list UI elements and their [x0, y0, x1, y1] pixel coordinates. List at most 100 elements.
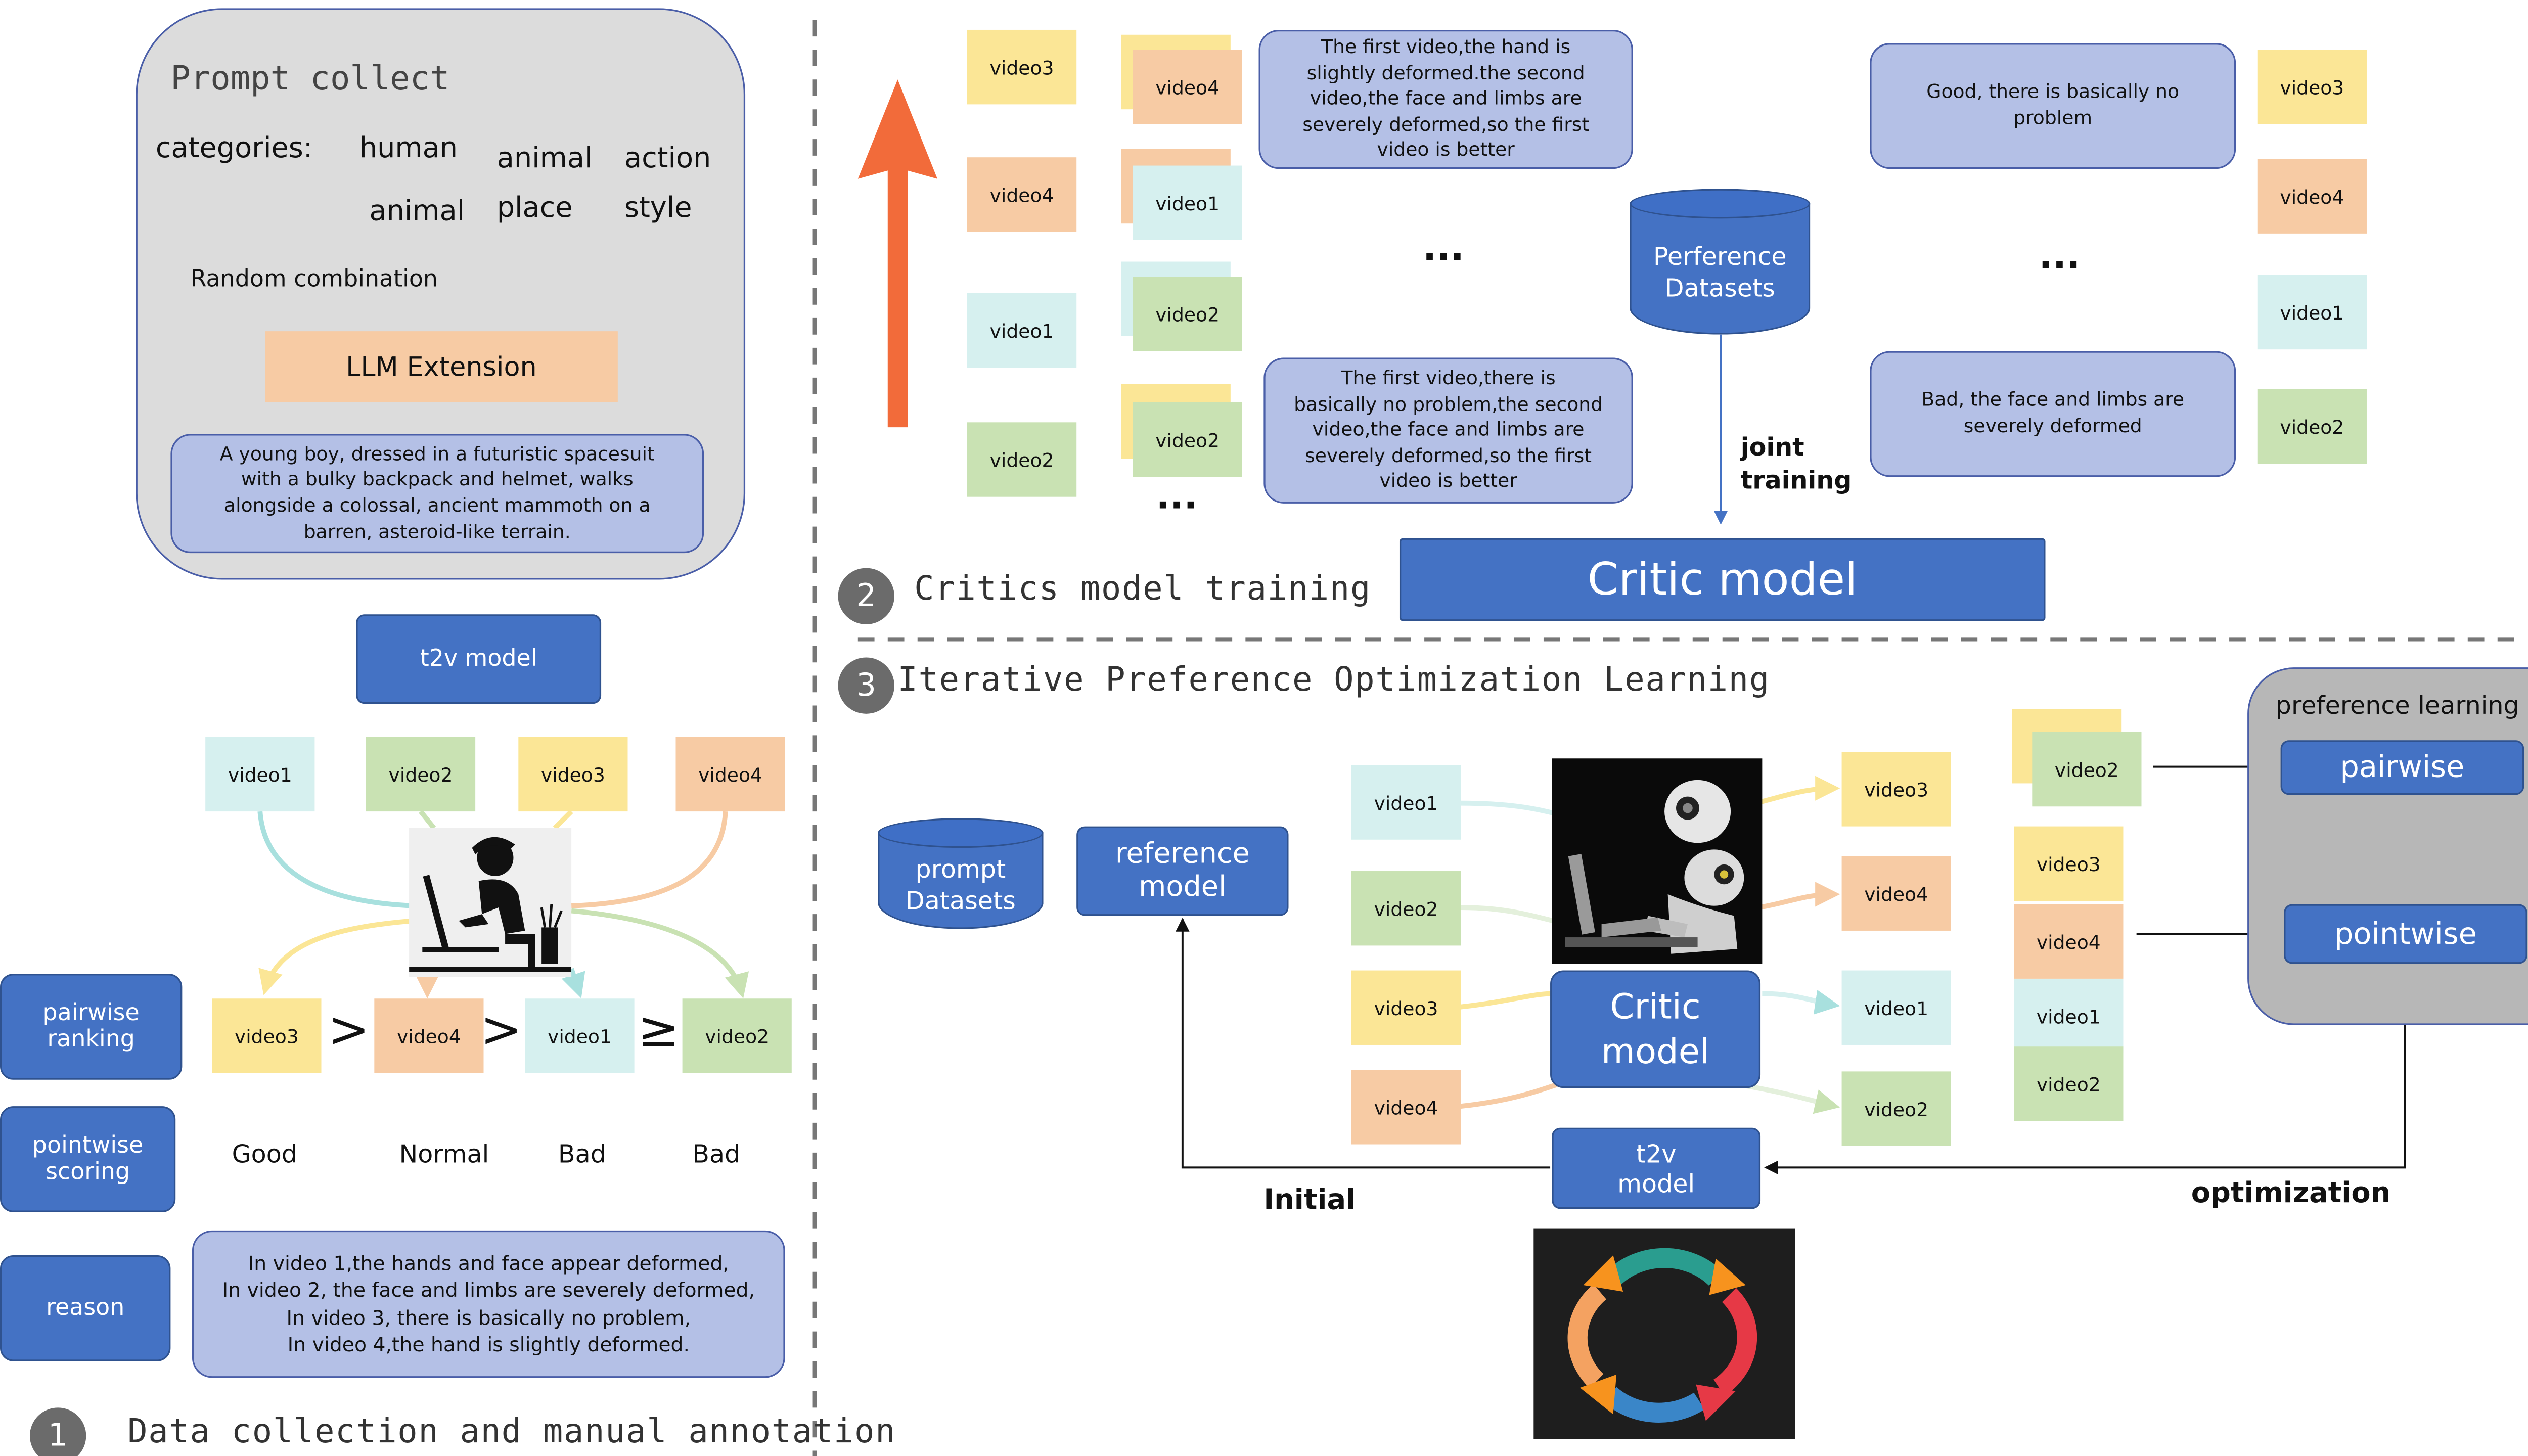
ranked-video-1-tile: video1: [525, 998, 635, 1073]
db-label-line: Datasets: [1664, 273, 1775, 303]
optimization-label: optimization: [2191, 1177, 2391, 1211]
video-1-tile: video1: [205, 737, 315, 812]
critic-model-line: Critic: [1610, 987, 1701, 1027]
left-col-video-3: video3: [967, 29, 1077, 105]
reason-line: In video 1,the hands and face appear def…: [248, 1252, 729, 1276]
preference-datasets-db: Perference Datasets: [1630, 189, 1811, 335]
reference-model-line: reference: [1115, 837, 1250, 871]
comparator-greater-equal: ≥: [638, 1002, 680, 1060]
critic-model-box-s3: Critic model: [1550, 970, 1761, 1088]
cycle-icon: [1533, 1228, 1795, 1439]
comparator-greater: >: [328, 1002, 370, 1060]
comment-line: video is better: [1379, 469, 1517, 492]
section-2-title: Critics model training: [914, 568, 1371, 608]
step-2-badge: 2: [838, 568, 894, 624]
video-2-tile: video2: [366, 737, 476, 812]
category-animal: animal: [496, 142, 593, 176]
category-human: human: [359, 132, 458, 166]
point-video-4: video4: [2014, 904, 2124, 979]
prompt-datasets-db: prompt Datasets: [878, 818, 1044, 929]
example-prompt-line: with a bulky backpack and helmet, walks: [241, 468, 634, 491]
example-prompt-line: A young boy, dressed in a futuristic spa…: [219, 442, 655, 466]
critic-model-line: model: [1601, 1031, 1710, 1071]
robot-critic-image: [1552, 758, 1763, 964]
pointwise-scoring-label: pointwise scoring: [0, 1106, 176, 1212]
input-video-4: video4: [1351, 1070, 1461, 1145]
pointwise-box: pointwise: [2284, 904, 2527, 964]
left-col-video-4: video4: [967, 157, 1077, 232]
up-arrow-icon: [857, 79, 938, 428]
comment-line: severely deformed,so the first: [1305, 443, 1592, 467]
reference-model-line: model: [1139, 871, 1227, 904]
example-prompt-box: A young boy, dressed in a futuristic spa…: [170, 434, 704, 554]
right-col-video-2: video2: [2257, 389, 2367, 464]
pair-front-tile: video4: [1133, 50, 1242, 124]
example-prompt-line: barren, asteroid-like terrain.: [303, 519, 571, 542]
reason-label: reason: [0, 1255, 171, 1361]
comment-line: slightly deformed.the second: [1306, 61, 1585, 84]
initial-label: Initial: [1263, 1184, 1356, 1217]
comment-line: severely deformed,so the first: [1302, 112, 1590, 135]
pointwise-scoring-line: pointwise: [32, 1132, 144, 1159]
score-bad: Bad: [558, 1139, 606, 1169]
random-combination-label: Random combination: [190, 266, 438, 293]
prompt-db-line: prompt: [915, 854, 1006, 884]
point-video-3: video3: [2014, 826, 2124, 901]
ellipsis: ...: [1422, 229, 1464, 270]
category-animal-2: animal: [369, 195, 465, 229]
output-video-2: video2: [1841, 1071, 1951, 1146]
joint-training-line: joint: [1740, 432, 1804, 462]
right-col-video-3: video3: [2257, 50, 2367, 124]
t2v-model-line: t2v: [1636, 1139, 1677, 1169]
right-comment-line: severely deformed: [1963, 414, 2142, 437]
pair-front-tile: video1: [1133, 165, 1242, 240]
right-comment-bad: Bad, the face and limbs are severely def…: [1870, 351, 2236, 477]
right-comment-line: Good, there is basically no: [1926, 80, 2180, 104]
t2v-model-box-s3: t2v model: [1552, 1127, 1761, 1209]
comment-line: The first video,there is: [1341, 366, 1556, 390]
reason-line: In video 2, the face and limbs are sever…: [222, 1279, 755, 1302]
input-video-2: video2: [1351, 871, 1461, 946]
reason-line: In video 4,the hand is slightly deformed…: [287, 1332, 690, 1356]
pairwise-ranking-label: pairwise ranking: [0, 974, 183, 1080]
reference-model-box: reference model: [1076, 826, 1289, 916]
comment-line: video,the face and limbs are: [1310, 86, 1582, 110]
comment-line: basically no problem,the second: [1294, 392, 1603, 416]
pairwise-box: pairwise: [2280, 740, 2524, 795]
step-3-badge: 3: [838, 657, 894, 714]
video-4-tile: video4: [675, 737, 785, 812]
ranked-video-2-tile: video2: [682, 998, 792, 1073]
prompt-db-line: Datasets: [905, 885, 1016, 915]
output-video-4: video4: [1841, 856, 1951, 931]
right-comment-line: Bad, the face and limbs are: [1921, 388, 2185, 412]
comment-line: video is better: [1377, 138, 1515, 161]
step-1-badge: 1: [29, 1407, 86, 1456]
output-video-1: video1: [1841, 970, 1951, 1045]
t2v-model-line: model: [1617, 1168, 1695, 1198]
output-video-3: video3: [1841, 752, 1951, 827]
right-col-video-4: video4: [2257, 159, 2367, 234]
video-3-tile: video3: [518, 737, 628, 812]
pointwise-scoring-line: scoring: [46, 1159, 130, 1186]
input-video-3: video3: [1351, 970, 1461, 1045]
right-comment-good: Good, there is basically no problem: [1870, 43, 2236, 169]
preference-learning-panel: [2247, 667, 2528, 1025]
category-action: action: [624, 142, 711, 176]
critic-model-box: Critic model: [1399, 538, 2046, 621]
comment-box-1: The first video,the hand is slightly def…: [1258, 29, 1633, 169]
human-annotator-icon: [409, 828, 572, 977]
ellipsis: ...: [1156, 477, 1198, 519]
example-prompt-line: alongside a colossal, ancient mammoth on…: [224, 493, 651, 517]
score-normal: Normal: [399, 1139, 489, 1169]
joint-training-line: training: [1740, 464, 1852, 494]
section-1-title: Data collection and manual annotation: [127, 1410, 896, 1451]
pair-front-tile: video2: [1133, 277, 1242, 351]
ranked-video-3-tile: video3: [212, 998, 322, 1073]
preference-learning-title: preference learning: [2275, 690, 2519, 720]
comment-box-2: The first video,there is basically no pr…: [1263, 357, 1633, 504]
section-3-title: Iterative Preference Optimization Learni…: [897, 659, 1770, 699]
ellipsis: ...: [2039, 237, 2081, 279]
prompt-collect-title: Prompt collect: [170, 58, 450, 98]
